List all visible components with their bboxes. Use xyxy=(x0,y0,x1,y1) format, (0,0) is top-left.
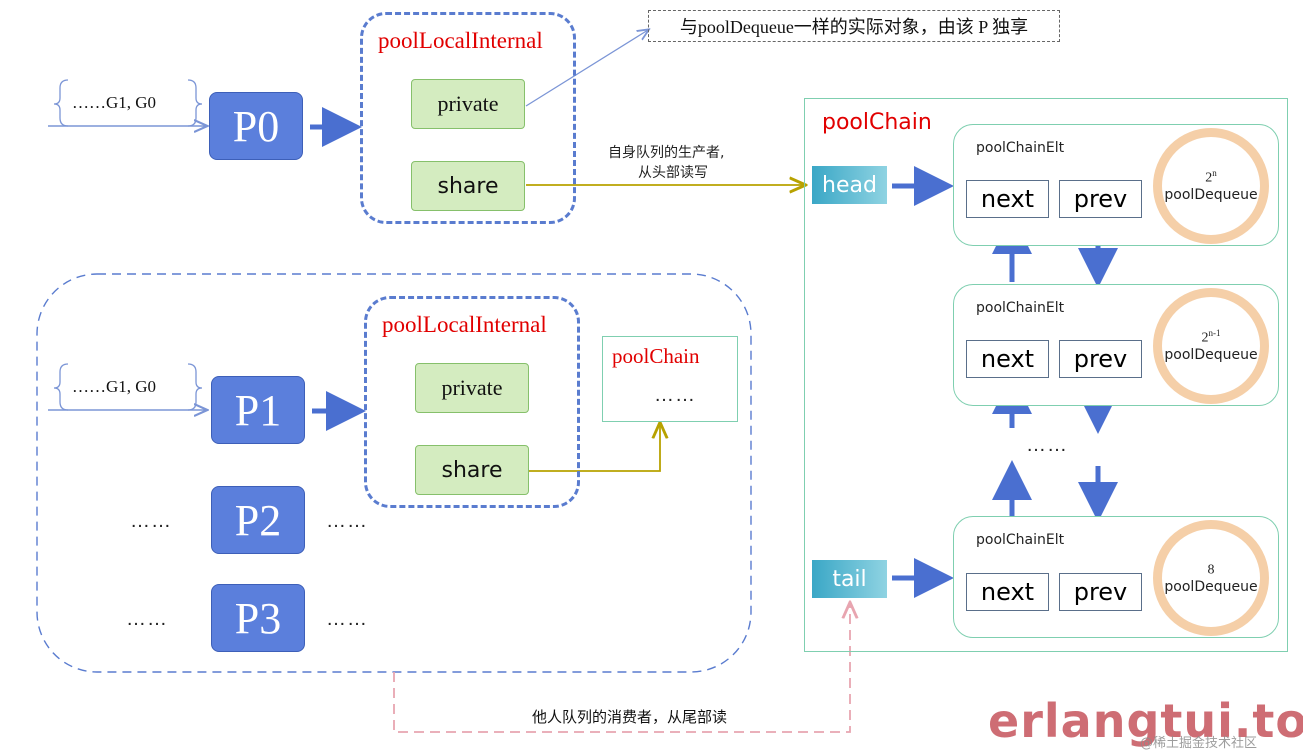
small-pool-chain-dots: …… xyxy=(654,384,696,406)
elt-1-deque-label: poolDequeue xyxy=(1164,346,1258,363)
p2-box: P2 xyxy=(211,486,305,554)
bottom-queue-label: ……G1, G0 xyxy=(72,377,157,396)
elt-2-deque-label: poolDequeue xyxy=(1164,578,1258,595)
elt-1-next: next xyxy=(966,340,1049,378)
top-local-internal-title: poolLocalInternal xyxy=(378,28,543,53)
p0-box: P0 xyxy=(209,92,303,160)
pool-chain-box xyxy=(804,98,1288,652)
watermark-main: erlangtui.top xyxy=(988,694,1303,748)
elt-0-next: next xyxy=(966,180,1049,218)
top-note-box: 与poolDequeue一样的实际对象，由该 P 独享 xyxy=(648,10,1060,42)
bottom-local-internal-box xyxy=(364,296,580,508)
p3-left-dots: …… xyxy=(126,608,168,630)
bottom-local-internal-title: poolLocalInternal xyxy=(382,312,547,337)
elt-1-prev: prev xyxy=(1059,340,1142,378)
bottom-private-box: private xyxy=(415,363,529,413)
p2-right-dots: …… xyxy=(326,510,368,532)
elt-0-title: poolChainElt xyxy=(976,140,1065,156)
producer-label-line2: 从头部读写 xyxy=(638,165,708,181)
producer-label-line1: 自身队列的生产者, xyxy=(608,145,725,161)
elt-2-pool-dequeue-ring: 8 poolDequeue xyxy=(1153,520,1269,636)
small-pool-chain-title: poolChain xyxy=(612,344,700,368)
tail-pointer: tail xyxy=(812,560,887,598)
elt-0-prev: prev xyxy=(1059,180,1142,218)
top-queue-label: ……G1, G0 xyxy=(72,93,157,112)
top-private-box: private xyxy=(411,79,525,129)
elt-1-size: 2n-1 xyxy=(1201,327,1221,346)
elt-1-title: poolChainElt xyxy=(976,300,1065,316)
watermark-sub: @稀土掘金技术社区 xyxy=(1140,736,1258,751)
elt-1-pool-dequeue-ring: 2n-1 poolDequeue xyxy=(1153,288,1269,404)
head-pointer: head xyxy=(812,166,887,204)
bottom-share-box: share xyxy=(415,445,529,495)
chain-middle-dots: …… xyxy=(1026,434,1068,456)
elt-2-title: poolChainElt xyxy=(976,532,1065,548)
pool-chain-title: poolChain xyxy=(822,110,932,135)
consumer-label: 他人队列的消费者，从尾部读 xyxy=(532,708,728,726)
elt-2-prev: prev xyxy=(1059,573,1142,611)
elt-0-deque-label: poolDequeue xyxy=(1164,186,1258,203)
elt-0-size: 2n xyxy=(1205,167,1217,186)
p2-left-dots: …… xyxy=(130,510,172,532)
top-local-internal-box xyxy=(360,12,576,224)
p1-box: P1 xyxy=(211,376,305,444)
private-to-note-arrow xyxy=(525,30,648,107)
elt-2-size: 8 xyxy=(1207,562,1215,578)
small-pool-chain-box xyxy=(602,336,738,422)
consumer-path xyxy=(393,604,850,733)
share2-to-chain-arrow xyxy=(528,424,660,472)
elt-0-pool-dequeue-ring: 2n poolDequeue xyxy=(1153,128,1269,244)
p3-right-dots: …… xyxy=(326,608,368,630)
p3-box: P3 xyxy=(211,584,305,652)
elt-2-next: next xyxy=(966,573,1049,611)
top-share-box: share xyxy=(411,161,525,211)
